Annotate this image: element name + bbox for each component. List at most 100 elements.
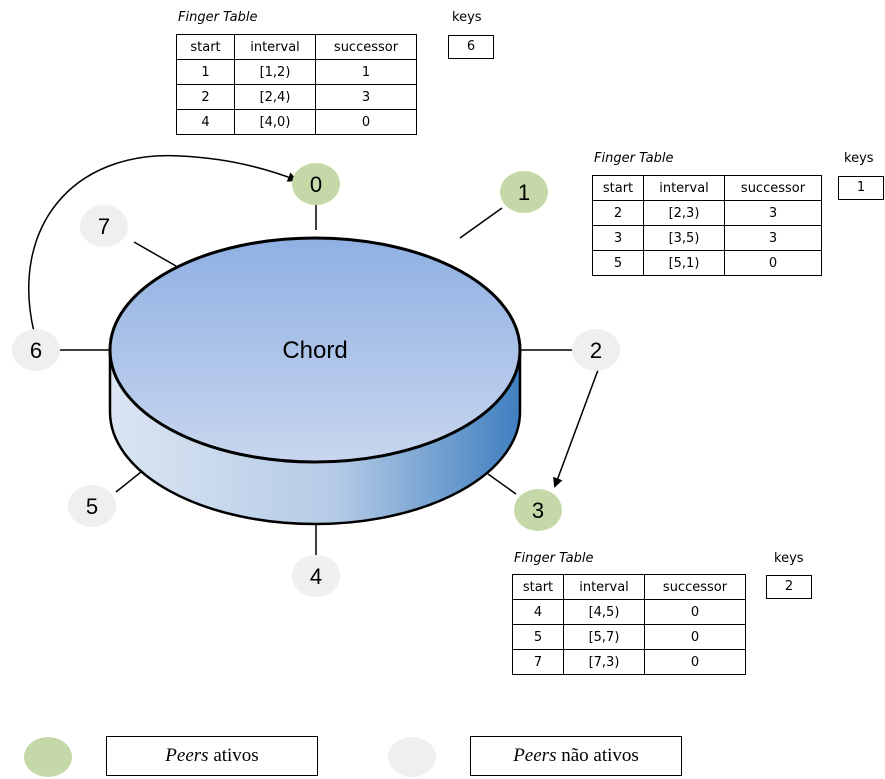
ring-node-5: 5 — [68, 485, 116, 527]
node-label: 2 — [590, 338, 602, 363]
cell-successor: 0 — [644, 649, 746, 675]
chord-label: Chord — [282, 337, 347, 364]
finger-table-node-1: Finger Table keys 1 start interval succe… — [592, 151, 884, 276]
node-label: 0 — [310, 172, 322, 197]
cell-interval: [2,3) — [643, 200, 725, 226]
node-circle — [12, 329, 60, 371]
finger-table-node-3: Finger Table keys 2 start interval succe… — [512, 551, 822, 683]
finger-table: start interval successor 4 [4,5) 0 5 [5,… — [512, 574, 746, 675]
ring-node-3: 3 — [514, 489, 562, 531]
legend-active-dot — [24, 737, 72, 777]
cell-interval: [2,4) — [234, 84, 316, 110]
header-successor: successor — [315, 34, 417, 60]
legend-active-italic: Peers — [165, 745, 209, 766]
legend-inactive-italic: Peers — [513, 745, 557, 766]
header-interval: interval — [234, 34, 316, 60]
keys-value: 6 — [448, 35, 494, 59]
keys-caption: keys — [844, 151, 874, 166]
chord-disk: Chord — [108, 236, 522, 526]
cell-interval: [4,5) — [563, 599, 645, 625]
header-start: start — [176, 34, 235, 60]
finger-table: start interval successor 1 [1,2) 1 2 [2,… — [176, 34, 417, 135]
finger-table-node-0: Finger Table keys 6 start interval succe… — [176, 10, 496, 150]
legend-active-label: Peers ativos — [106, 736, 318, 776]
cell-start: 5 — [592, 250, 644, 276]
table-row: 5 [5,7) 0 — [512, 624, 746, 650]
cell-successor: 0 — [644, 624, 746, 650]
cell-successor: 0 — [644, 599, 746, 625]
cell-start: 2 — [592, 200, 644, 226]
node-label: 5 — [86, 494, 98, 519]
ring-node-2: 2 — [572, 329, 620, 371]
spoke-3 — [487, 473, 517, 495]
ring-node-0: 0 — [292, 163, 340, 205]
table-header-row: start interval successor — [176, 34, 417, 60]
table-row: 4 [4,5) 0 — [512, 599, 746, 625]
table-row: 7 [7,3) 0 — [512, 649, 746, 675]
table-row: 2 [2,4) 3 — [176, 84, 417, 110]
keys-value: 2 — [766, 575, 812, 599]
legend-inactive-dot — [388, 737, 436, 777]
cell-interval: [7,3) — [563, 649, 645, 675]
keys-caption: keys — [452, 10, 482, 25]
ring-node-4: 4 — [292, 555, 340, 597]
ring-node-1: 1 — [500, 171, 548, 213]
node-label: 3 — [532, 498, 544, 523]
cell-successor: 0 — [315, 109, 417, 135]
cell-start: 4 — [512, 599, 564, 625]
node-label: 4 — [310, 564, 322, 589]
node-circle — [572, 329, 620, 371]
node-circle — [500, 171, 548, 213]
cell-successor: 0 — [724, 250, 822, 276]
cell-start: 1 — [176, 59, 235, 85]
table-row: 2 [2,3) 3 — [592, 200, 822, 226]
arrow-2-to-3 — [553, 369, 599, 488]
legend-inactive-label: Peers não ativos — [470, 736, 682, 776]
header-start: start — [512, 574, 564, 600]
node-circle — [514, 489, 562, 531]
node-circle — [68, 485, 116, 527]
arrows — [28, 155, 599, 488]
finger-table-caption: Finger Table — [514, 551, 594, 566]
keys-caption: keys — [774, 551, 804, 566]
arrow-6-to-0 — [28, 155, 298, 333]
node-circle — [292, 555, 340, 597]
cell-start: 4 — [176, 109, 235, 135]
header-successor: successor — [724, 175, 822, 201]
cell-start: 2 — [176, 84, 235, 110]
finger-table: start interval successor 2 [2,3) 3 3 [3,… — [592, 175, 822, 276]
table-header-row: start interval successor — [512, 574, 746, 600]
ring-node-7: 7 — [80, 205, 128, 247]
table-row: 4 [4,0) 0 — [176, 109, 417, 135]
node-circle — [80, 205, 128, 247]
cell-successor: 1 — [315, 59, 417, 85]
ring-nodes: 0 1 2 3 4 5 6 7 — [12, 163, 620, 597]
cell-start: 3 — [592, 225, 644, 251]
legend-active-rest: ativos — [208, 745, 259, 766]
node-label: 7 — [98, 214, 110, 239]
cell-interval: [4,0) — [234, 109, 316, 135]
table-header-row: start interval successor — [592, 175, 822, 201]
node-circle — [292, 163, 340, 205]
node-label: 6 — [30, 338, 42, 363]
node-label: 1 — [518, 180, 530, 205]
legend-inactive-rest: não ativos — [556, 745, 639, 766]
spokes — [60, 200, 572, 556]
finger-table-caption: Finger Table — [178, 10, 258, 25]
header-interval: interval — [563, 574, 645, 600]
cell-successor: 3 — [315, 84, 417, 110]
spoke-1 — [459, 207, 503, 239]
finger-table-caption: Finger Table — [594, 151, 674, 166]
table-row: 3 [3,5) 3 — [592, 225, 822, 251]
keys-value: 1 — [838, 176, 884, 200]
cell-successor: 3 — [724, 225, 822, 251]
ring-node-6: 6 — [12, 329, 60, 371]
disk-top — [108, 236, 522, 464]
cell-successor: 3 — [724, 200, 822, 226]
cell-interval: [3,5) — [643, 225, 725, 251]
cell-interval: [1,2) — [234, 59, 316, 85]
spoke-7 — [133, 241, 177, 267]
table-row: 1 [1,2) 1 — [176, 59, 417, 85]
header-interval: interval — [643, 175, 725, 201]
